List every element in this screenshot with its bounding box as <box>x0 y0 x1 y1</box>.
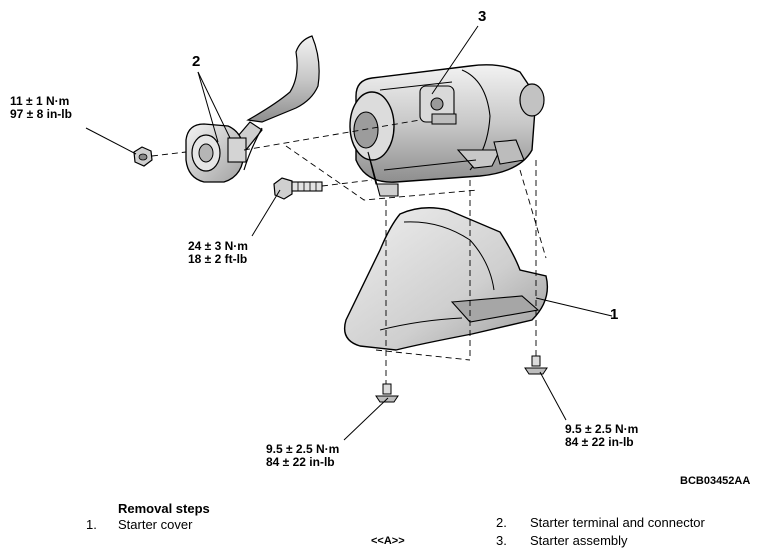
torque-imperial: 18 ± 2 ft-lb <box>188 252 248 266</box>
step-procedure-tag: <<A>> <box>371 535 405 547</box>
terminal-nut <box>133 146 153 167</box>
torque-imperial: 84 ± 22 in-lb <box>565 435 634 449</box>
leader-lines <box>85 25 613 441</box>
step-number: 1. <box>86 517 97 532</box>
figure-code: BCB03452AA <box>680 475 751 487</box>
starter-removal-illustration <box>85 25 613 441</box>
torque-metric: 11 ± 1 N·m <box>10 94 70 108</box>
step-number: 3. <box>496 533 507 548</box>
torque-label-screw-right: 9.5 ± 2.5 N·m 84 ± 22 in-lb <box>565 423 638 449</box>
callout-1: 1 <box>610 306 619 323</box>
torque-label-nut: 11 ± 1 N·m 97 ± 8 in-lb <box>10 95 72 121</box>
starter-assembly <box>349 64 545 197</box>
torque-metric: 9.5 ± 2.5 N·m <box>565 422 639 436</box>
torque-imperial: 97 ± 8 in-lb <box>10 107 72 121</box>
cover-screw-right <box>524 355 548 375</box>
torque-label-screw-left: 9.5 ± 2.5 N·m 84 ± 22 in-lb <box>266 443 339 469</box>
callout-2: 2 <box>192 53 201 70</box>
torque-imperial: 84 ± 22 in-lb <box>266 455 335 469</box>
step-label: Starter assembly <box>530 533 628 548</box>
torque-metric: 9.5 ± 2.5 N·m <box>266 442 340 456</box>
step-number: 2. <box>496 515 507 530</box>
torque-metric: 24 ± 3 N·m <box>188 239 248 253</box>
assembly-guide-lines <box>151 119 547 384</box>
step-label: Starter terminal and connector <box>530 515 705 530</box>
torque-label-bolt: 24 ± 3 N·m 18 ± 2 ft-lb <box>188 240 248 266</box>
starter-cover <box>343 207 549 351</box>
starter-terminal-boot <box>185 123 247 183</box>
removal-steps-heading: Removal steps <box>118 501 210 516</box>
mounting-bolt <box>273 177 323 200</box>
callout-3: 3 <box>478 8 487 25</box>
step-label: Starter cover <box>118 517 193 532</box>
